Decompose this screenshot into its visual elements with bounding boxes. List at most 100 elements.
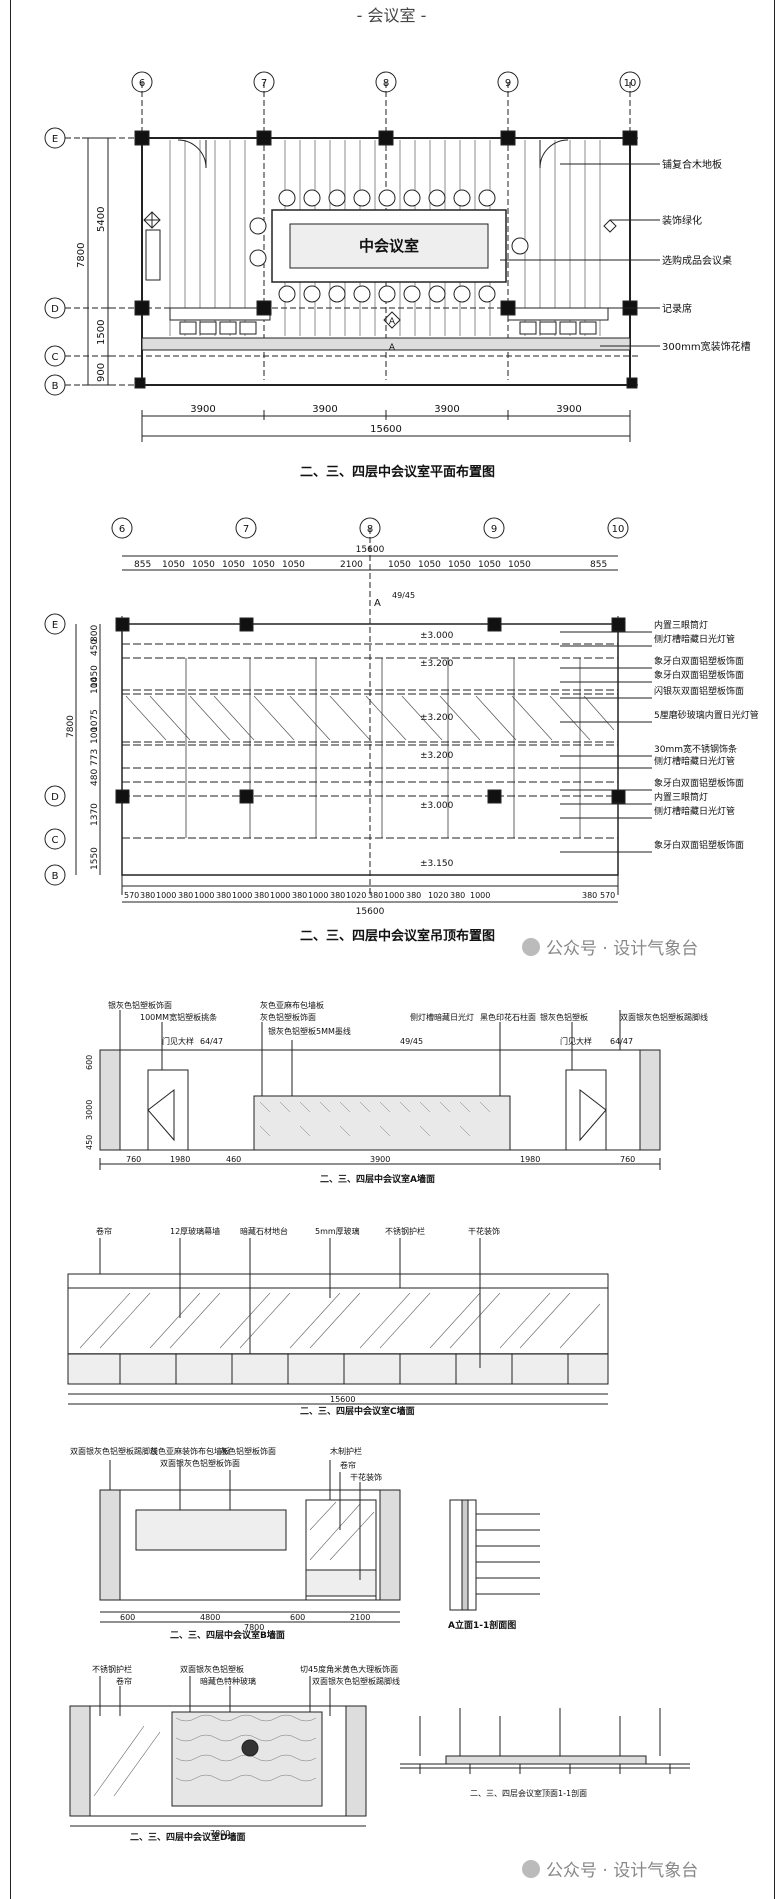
elevation-d-drawing: 不锈钢护栏 卷帘 双面银灰色铝塑板 暗藏色特种玻璃 切45度角米黄色大理板饰面 …: [69, 1664, 690, 1836]
c-axis-B: B: [52, 871, 59, 882]
section-mark-a-top: A: [389, 317, 396, 327]
c-dim-left: 100: [90, 677, 100, 694]
dim-left-2: 1500: [96, 320, 107, 345]
c-dim-left: 773: [90, 749, 100, 766]
c-callout: 12厚玻璃幕墙: [170, 1226, 220, 1236]
a-callout: 门见大样: [560, 1036, 592, 1046]
c-dim-bottom: 570: [600, 891, 615, 900]
c-callout: 内置三眼筒灯: [654, 619, 708, 631]
axis-B: B: [52, 381, 59, 392]
a-ref: 64/47: [610, 1037, 633, 1046]
wechat-icon: [522, 937, 540, 956]
c-dim-left: 800: [90, 625, 100, 642]
c-dim-left: 100: [90, 727, 100, 744]
elevation-c-drawing: 卷帘 12厚玻璃幕墙 暗藏石材地台 5mm厚玻璃 不锈钢护栏 干花装饰 1560…: [67, 1226, 609, 1417]
c-axis-7: 7: [243, 524, 249, 535]
section-a-caption: A立面1-1剖面图: [448, 1619, 516, 1631]
axis-10: 10: [624, 78, 637, 89]
axis-7: 7: [261, 78, 267, 89]
level-6: ±3.150: [420, 859, 454, 869]
c-dim-top: 1050: [282, 560, 305, 570]
dim-bottom-2: 3900: [312, 404, 337, 415]
c-callout: 5mm厚玻璃: [315, 1226, 360, 1236]
c-dim-top: 1050: [388, 560, 411, 570]
d-callout: 切45度角米黄色大理板饰面: [300, 1664, 398, 1674]
c-dim-bottom: 570: [124, 891, 139, 900]
level-3: ±3.200: [420, 713, 454, 723]
d-callout: 不锈钢护栏: [92, 1664, 132, 1674]
c-callout: 侧灯槽暗藏日光灯管: [654, 755, 735, 767]
axis-E: E: [52, 134, 58, 145]
b-callout: 干花装饰: [350, 1472, 382, 1482]
a-callout: 侧灯槽暗藏日光灯: [410, 1012, 474, 1022]
c-callout: 闪银灰双面铝塑板饰面: [654, 685, 744, 697]
elev-d-caption: 二、三、四层中会议室D墙面: [130, 1833, 246, 1843]
c-total: 15600: [330, 1395, 355, 1404]
ceiling-caption: 二、三、四层中会议室吊顶布置图: [300, 928, 495, 944]
level-5: ±3.000: [420, 801, 454, 811]
a-height: 600: [85, 1055, 94, 1070]
page-title: - 会议室 -: [356, 6, 427, 25]
c-callout: 卷帘: [96, 1226, 112, 1236]
c-axis-9: 9: [491, 524, 497, 535]
c-callout: 不锈钢护栏: [385, 1226, 425, 1236]
c-dim-top: 1050: [418, 560, 441, 570]
elevation-b-drawing: 双面银灰色铝塑板踢脚线 灰色亚麻装饰布包墙板 灰色铝塑板饰面 双面银灰色铝塑板饰…: [70, 1446, 540, 1640]
c-dim-bottom: 380: [368, 891, 383, 900]
d-callout: 双面银灰色铝塑板踢脚线: [312, 1676, 400, 1686]
elev-b-caption: 二、三、四层中会议室B墙面: [170, 1629, 285, 1640]
b-callout: 灰色铝塑板饰面: [220, 1446, 276, 1456]
c-callout: 内置三眼筒灯: [654, 791, 708, 803]
c-dim-bottom: 380: [582, 891, 597, 900]
d-callout: 卷帘: [116, 1676, 132, 1686]
c-dim-bottom: 1020: [428, 891, 448, 900]
c-dim-bottom: 1000: [384, 891, 404, 900]
a-callout: 门见大样: [162, 1036, 194, 1046]
c-dim-bottom: 1000: [470, 891, 490, 900]
b-dim: 2100: [350, 1613, 370, 1622]
a-callout: 银灰色铝塑板饰面: [108, 1000, 172, 1010]
c-callout: 象牙白双面铝塑板饰面: [654, 655, 744, 667]
b-callout: 木制护栏: [330, 1446, 362, 1456]
a-callout: 100MM宽铝塑板挑条: [140, 1012, 217, 1022]
detail-ref: 49/45: [392, 591, 415, 600]
a-dim: 760: [126, 1155, 141, 1164]
a-dim: 1980: [170, 1155, 190, 1164]
c-dim-bottom: 380: [140, 891, 155, 900]
c-dim-top: 1050: [192, 560, 215, 570]
c-dim-top-total: 15600: [356, 545, 385, 555]
callout-table: 选购成品会议桌: [662, 254, 732, 267]
c-dim-bottom: 1000: [270, 891, 290, 900]
c-axis-D: D: [51, 792, 59, 803]
c-axis-8: 8: [367, 524, 373, 535]
b-dim: 4800: [200, 1613, 220, 1622]
b-callout: 卷帘: [340, 1460, 356, 1470]
watermark-2: 公众号 · 设计气象台: [522, 1856, 698, 1881]
c-callout: 侧灯槽暗藏日光灯管: [654, 805, 735, 817]
floor-plan-drawing: 6 7 8 9 10 E D C B 7800 5400 1500 900 39…: [44, 71, 751, 480]
c-dim-top: 1050: [222, 560, 245, 570]
a-height: 450: [85, 1135, 94, 1150]
d-callout: 双面银灰色铝塑板: [180, 1664, 244, 1674]
c-dim-top: 855: [590, 560, 607, 570]
c-dim-top-list: 855 1050 1050 1050 1050 1050 2100 1050 1…: [134, 560, 607, 570]
c-dim-left: 1075: [90, 709, 100, 732]
c-dim-bottom: 1000: [308, 891, 328, 900]
a-ref: 64/47: [200, 1037, 223, 1046]
c-dim-bottom-total: 15600: [356, 907, 385, 917]
b-callout: 双面银灰色铝塑板踢脚线: [70, 1446, 158, 1456]
level-1: ±3.000: [420, 631, 454, 641]
ceil-section-caption: 二、三、四层会议室顶面1-1剖面: [470, 1788, 587, 1798]
dim-left-1: 5400: [96, 207, 107, 232]
a-callout: 银灰色铝塑板: [540, 1012, 588, 1022]
section-mark-a-bottom: A: [389, 343, 396, 353]
c-dim-bottom: 380: [254, 891, 269, 900]
a-callout: 灰色铝塑板饰面: [260, 1012, 316, 1022]
section-mark: A: [374, 598, 381, 609]
c-dim-bottom: 380: [406, 891, 421, 900]
callout-plant: 装饰绿化: [662, 214, 702, 227]
callout-flowerbed: 300mm宽装饰花槽: [662, 340, 751, 353]
callout-recorder: 记录席: [662, 302, 692, 315]
level-4: ±3.200: [420, 751, 454, 761]
c-dim-bottom: 1020: [346, 891, 366, 900]
